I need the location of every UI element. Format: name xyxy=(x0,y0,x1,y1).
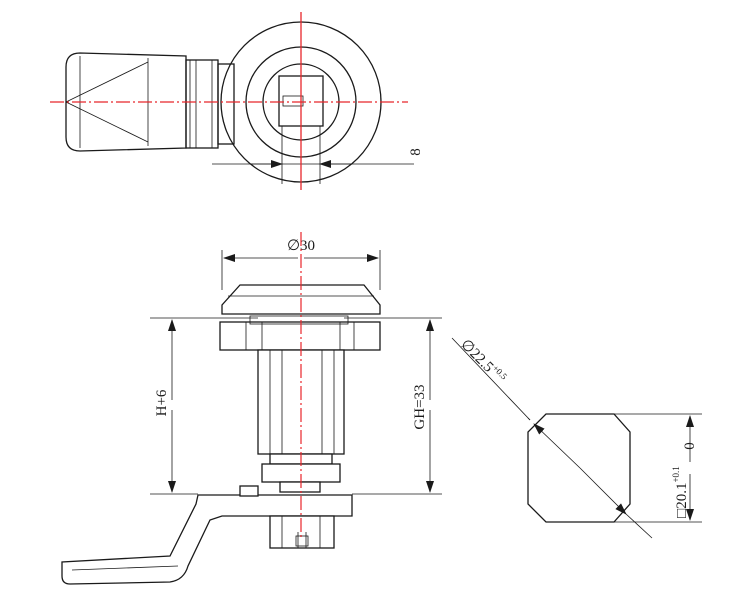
hex-nut xyxy=(219,321,381,351)
dim-square-size: □20.1+0.1 xyxy=(671,466,690,518)
dim-height-left: H+6 xyxy=(154,389,170,416)
dim-height-right: GH=33 xyxy=(412,384,428,429)
top-view: 8 xyxy=(50,12,424,190)
dim-slot-width: 8 xyxy=(408,148,424,156)
dim-diag-diameter: ∅22.5+0.5 xyxy=(457,335,509,387)
collar xyxy=(185,59,219,149)
cam-plate xyxy=(61,494,353,585)
square-cutout xyxy=(527,413,631,523)
front-view: ∅30 H+6 GH=33 xyxy=(61,232,442,585)
section-view: ∅22.5+0.5 □20.1+0.1 0 xyxy=(451,335,702,539)
dim-square-tol-lower: 0 xyxy=(682,442,698,450)
handle-wing xyxy=(65,52,187,152)
bottom-stud xyxy=(269,515,335,549)
